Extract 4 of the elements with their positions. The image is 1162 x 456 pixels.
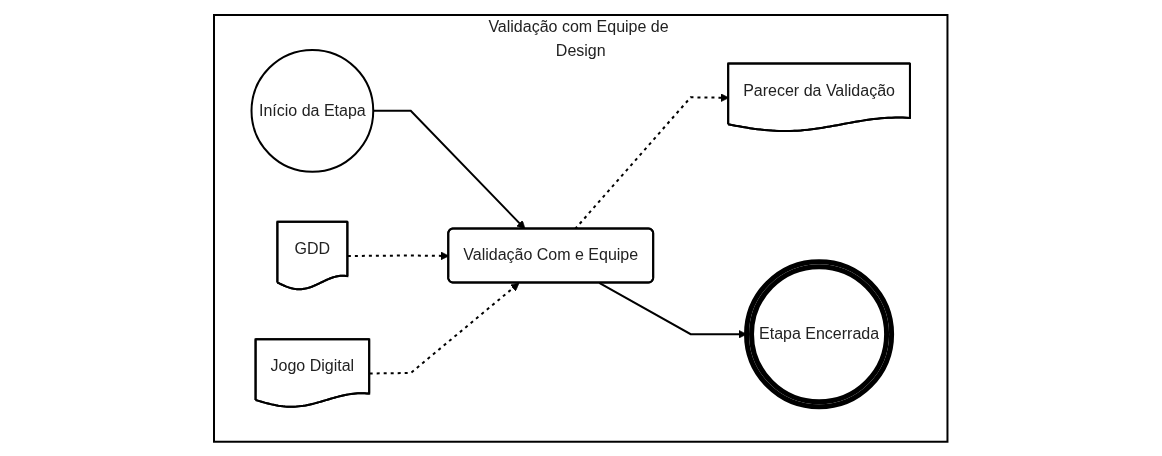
arrow: [574, 92, 730, 230]
arrow: [368, 282, 520, 375]
node-circle: Início da Etapa: [250, 48, 375, 173]
node-circle: Etapa Encerrada: [744, 258, 895, 409]
